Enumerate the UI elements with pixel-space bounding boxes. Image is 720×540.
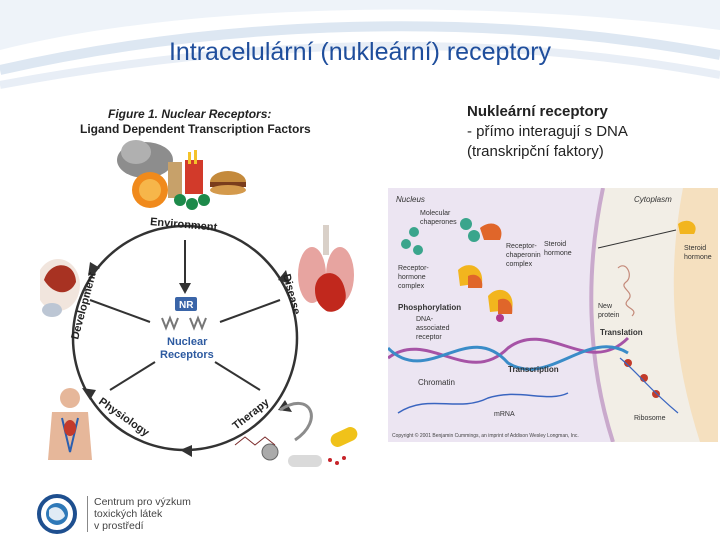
label-rh-2: hormone (398, 274, 426, 281)
logo-line-2: toxických látek (94, 508, 163, 520)
logo-line-1: Centrum pro výzkum (94, 496, 191, 508)
bullet-text: Nukleární receptory - přímo interagují s… (467, 102, 717, 162)
label-transcription: Transcription (508, 365, 559, 374)
dna-helix (388, 336, 630, 371)
slide-title: Intracelulární (nukleární) receptory (168, 38, 552, 66)
header-swoosh (0, 0, 720, 89)
environment-illustration (117, 140, 246, 210)
label-receptor: Receptor- (506, 243, 537, 250)
label-hormone-1: hormone (544, 250, 572, 257)
label-ribosome: Ribosome (634, 415, 666, 422)
ribosomes (619, 357, 679, 414)
bullet-line-2: (transkripční faktory) (467, 143, 604, 160)
copyright: Copyright © 2001 Benjamin Cummings, an i… (392, 432, 579, 439)
label-dna-3: receptor (416, 334, 442, 341)
label-nucleus: Nucleus (396, 195, 425, 204)
therapy-illustration (234, 402, 358, 467)
arrowhead (82, 388, 96, 400)
arrowhead (88, 262, 100, 276)
label-dna-1: DNA- (416, 316, 434, 323)
label-new-2: protein (598, 312, 620, 319)
disease-illustration (298, 225, 354, 312)
physiology-illustration (48, 388, 92, 460)
label-chaperonin: chaperonin (506, 252, 541, 259)
label-chromatin: Chromatin (418, 378, 455, 387)
steroid-hormone-shape (678, 220, 696, 234)
logo-line-3: v prostředí (94, 520, 144, 532)
label-rh-3: complex (398, 283, 425, 290)
label-complex: complex (506, 261, 533, 268)
logo-ring-icon (37, 494, 77, 534)
arrowhead (278, 270, 290, 284)
label-phosphorylation: Phosphorylation (398, 303, 461, 312)
logo-text: Centrum pro výzkum toxických látek v pro… (94, 496, 191, 532)
label-steroid-2: Steroid (684, 245, 706, 252)
cell-membrane (673, 188, 718, 442)
label-rh-1: Receptor- (398, 265, 429, 272)
nr-label: NR (179, 300, 194, 311)
arrowhead (180, 445, 192, 457)
mrna-strand (397, 392, 569, 414)
center-label-2: Receptors (160, 349, 214, 361)
logo-divider (87, 496, 88, 532)
label-new-1: New (598, 303, 613, 310)
new-protein (617, 265, 635, 317)
bullet-heading: Nukleární receptory (467, 103, 608, 120)
steroid-mechanism-figure: Nucleus Cytoplasm Molecular chaperones R… (388, 188, 718, 442)
bullet-line-1: - přímo interagují s DNA (467, 123, 628, 140)
label-translation: Translation (600, 328, 643, 337)
label-hormone-2: hormone (684, 254, 712, 261)
label-steroid-1: Steroid (544, 241, 566, 248)
figure-title: Figure 1. Nuclear Receptors: (108, 107, 271, 121)
label-chaperones: chaperones (420, 219, 457, 226)
label-molecular: Molecular (420, 210, 451, 217)
recetox-logo (37, 494, 77, 534)
label-environment: Environment (150, 216, 218, 234)
figure-subtitle: Ligand Dependent Transcription Factors (80, 122, 311, 136)
label-dna-2: associated (416, 325, 450, 332)
label-mrna: mRNA (494, 411, 515, 418)
nuclear-receptors-figure: Figure 1. Nuclear Receptors: Ligand Depe… (40, 107, 358, 467)
chaperones-illustration (401, 218, 502, 255)
center-nr: NR Nuclear Receptors (160, 297, 214, 361)
development-illustration (40, 259, 80, 317)
center-label-1: Nuclear (167, 336, 208, 348)
label-cytoplasm: Cytoplasm (634, 195, 672, 204)
